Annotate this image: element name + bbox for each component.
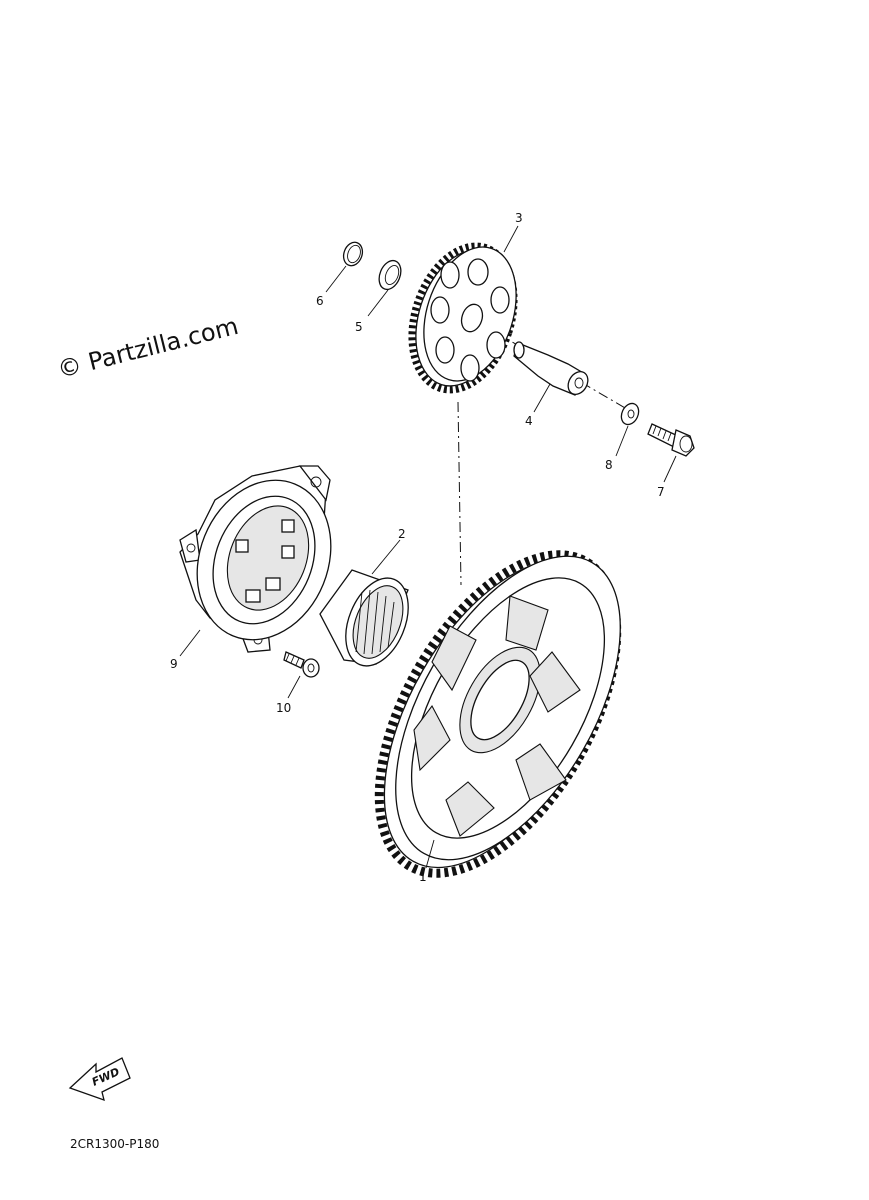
fwd-arrow-icon: FWD [68, 1057, 131, 1102]
callout-1: 1 [419, 870, 427, 884]
idle-gear [408, 242, 518, 394]
callout-9: 9 [170, 657, 178, 671]
callout-7: 7 [657, 485, 665, 499]
idle-gear-bolt [647, 423, 695, 457]
callout-10: 10 [276, 701, 291, 715]
callout-8: 8 [605, 458, 613, 472]
needle-bearing [319, 569, 409, 667]
callout-2: 2 [398, 527, 406, 541]
watermark-text: © Partzilla.com [55, 312, 241, 384]
small-washer [620, 402, 640, 426]
shaft [513, 341, 589, 396]
callout-6: 6 [316, 294, 324, 308]
diagram-code: 2CR1300-P180 [70, 1137, 159, 1151]
washer [378, 259, 402, 291]
leader-lines [179, 225, 677, 869]
callout-5: 5 [355, 320, 363, 334]
starter-wheel-gear [374, 550, 622, 878]
callout-3: 3 [515, 211, 523, 225]
circlip [342, 241, 364, 267]
callout-4: 4 [525, 414, 533, 428]
center-axis-line [457, 401, 462, 586]
starter-clutch [179, 465, 332, 653]
screw [283, 651, 320, 678]
